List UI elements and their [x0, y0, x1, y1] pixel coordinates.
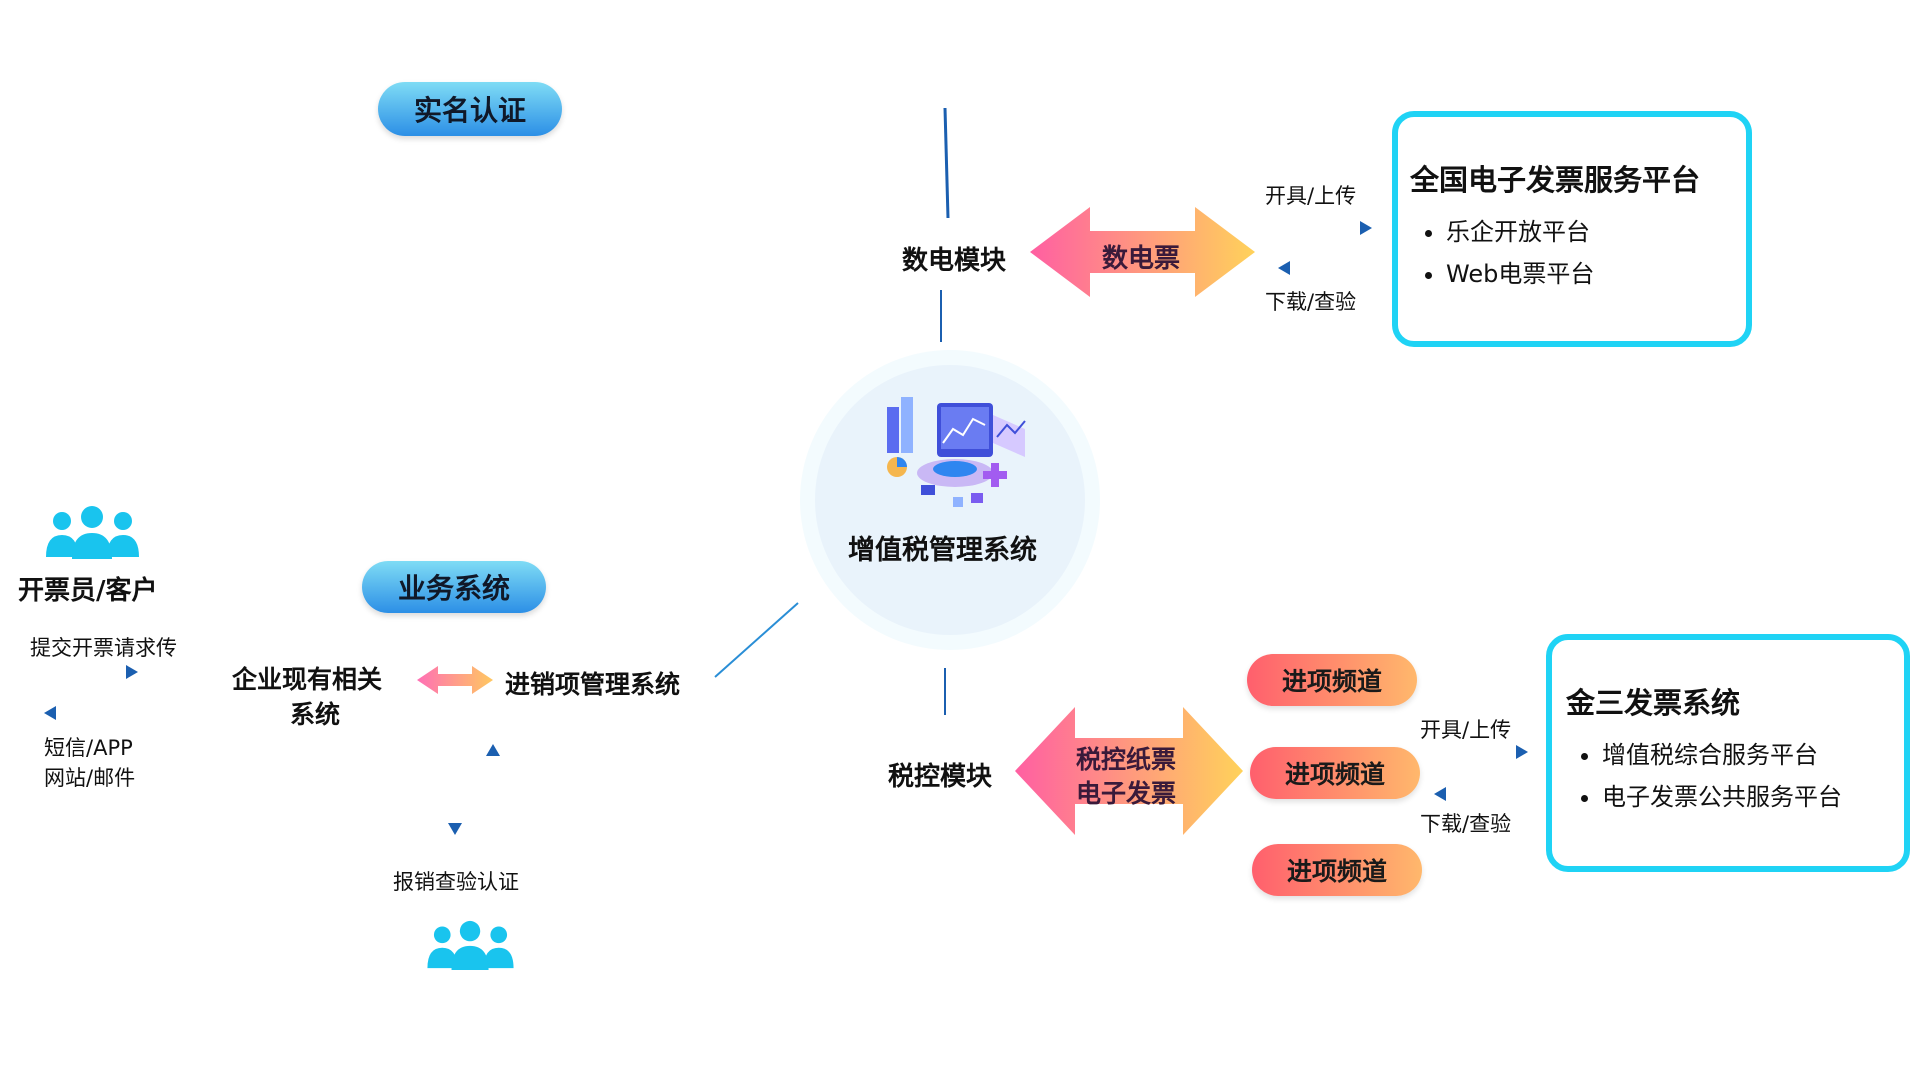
user-group-icon [46, 506, 139, 559]
purchase-sales-system-label: 进销项管理系统 [505, 670, 681, 699]
golden-three-item: 电子发票公共服务平台 [1602, 776, 1888, 818]
business-center-line [714, 602, 799, 678]
golden-three-title: 金三发票系统 [1566, 686, 1741, 720]
tax-ticket-arrow [1015, 707, 1243, 835]
business-system-pill: 业务系统 [362, 561, 546, 613]
digital-module-label: 数电模块 [902, 246, 1007, 276]
web-mail-label: 网站/邮件 [44, 766, 136, 790]
download-check-label-top: 下载/查验 [1265, 290, 1357, 314]
enterprise-system-label-line2: 系统 [290, 700, 341, 729]
upload-arrow-top [1278, 221, 1372, 235]
submit-request-label: 提交开票请求传 [30, 636, 177, 660]
golden-three-box: 金三发票系统 增值税综合服务平台 电子发票公共服务平台 [1546, 634, 1910, 872]
submit-arrow [44, 665, 138, 679]
channel-pill: 进项频道 [1252, 844, 1422, 896]
download-arrow-top [1278, 261, 1372, 275]
real-name-auth-pill: 实名认证 [378, 82, 562, 136]
national-platform-item: 乐企开放平台 [1446, 211, 1726, 253]
national-platform-box: 全国电子发票服务平台 乐企开放平台 Web电票平台 [1392, 111, 1752, 347]
issue-upload-label-top: 开具/上传 [1265, 184, 1357, 208]
up-arrow [486, 744, 500, 838]
digital-ticket-arrow [1030, 207, 1255, 297]
return-arrow [44, 706, 138, 720]
golden-three-item: 增值税综合服务平台 [1602, 734, 1888, 776]
upload-arrow-bottom [1434, 745, 1528, 759]
digital-ticket-label: 数电票 [1102, 244, 1181, 274]
tax-ticket-label-line2: 电子发票 [1076, 779, 1177, 808]
enterprise-system-label-line1: 企业现有相关 [232, 665, 383, 694]
tax-module-label: 税控模块 [888, 762, 993, 792]
data-dashboard-icon [887, 397, 1026, 507]
channel-pill: 进项频道 [1250, 747, 1420, 799]
national-platform-title: 全国电子发票服务平台 [1410, 163, 1701, 197]
vat-system-title: 增值税管理系统 [848, 535, 1037, 566]
down-arrow [448, 742, 462, 835]
download-check-label-bottom: 下载/查验 [1420, 812, 1512, 836]
user-group-label: 开票员/客户 [18, 576, 158, 606]
issue-upload-label-bottom: 开具/上传 [1420, 718, 1512, 742]
reimburse-user-group-icon [427, 920, 514, 970]
enterprise-sync-arrow [417, 666, 493, 694]
tax-ticket-label-line1: 税控纸票 [1076, 745, 1177, 774]
national-platform-item: Web电票平台 [1446, 253, 1726, 295]
sms-app-label: 短信/APP [44, 736, 133, 760]
download-arrow-bottom [1434, 787, 1528, 801]
reimburse-check-label: 报销查验认证 [393, 870, 519, 894]
channel-pill: 进项频道 [1247, 654, 1417, 706]
